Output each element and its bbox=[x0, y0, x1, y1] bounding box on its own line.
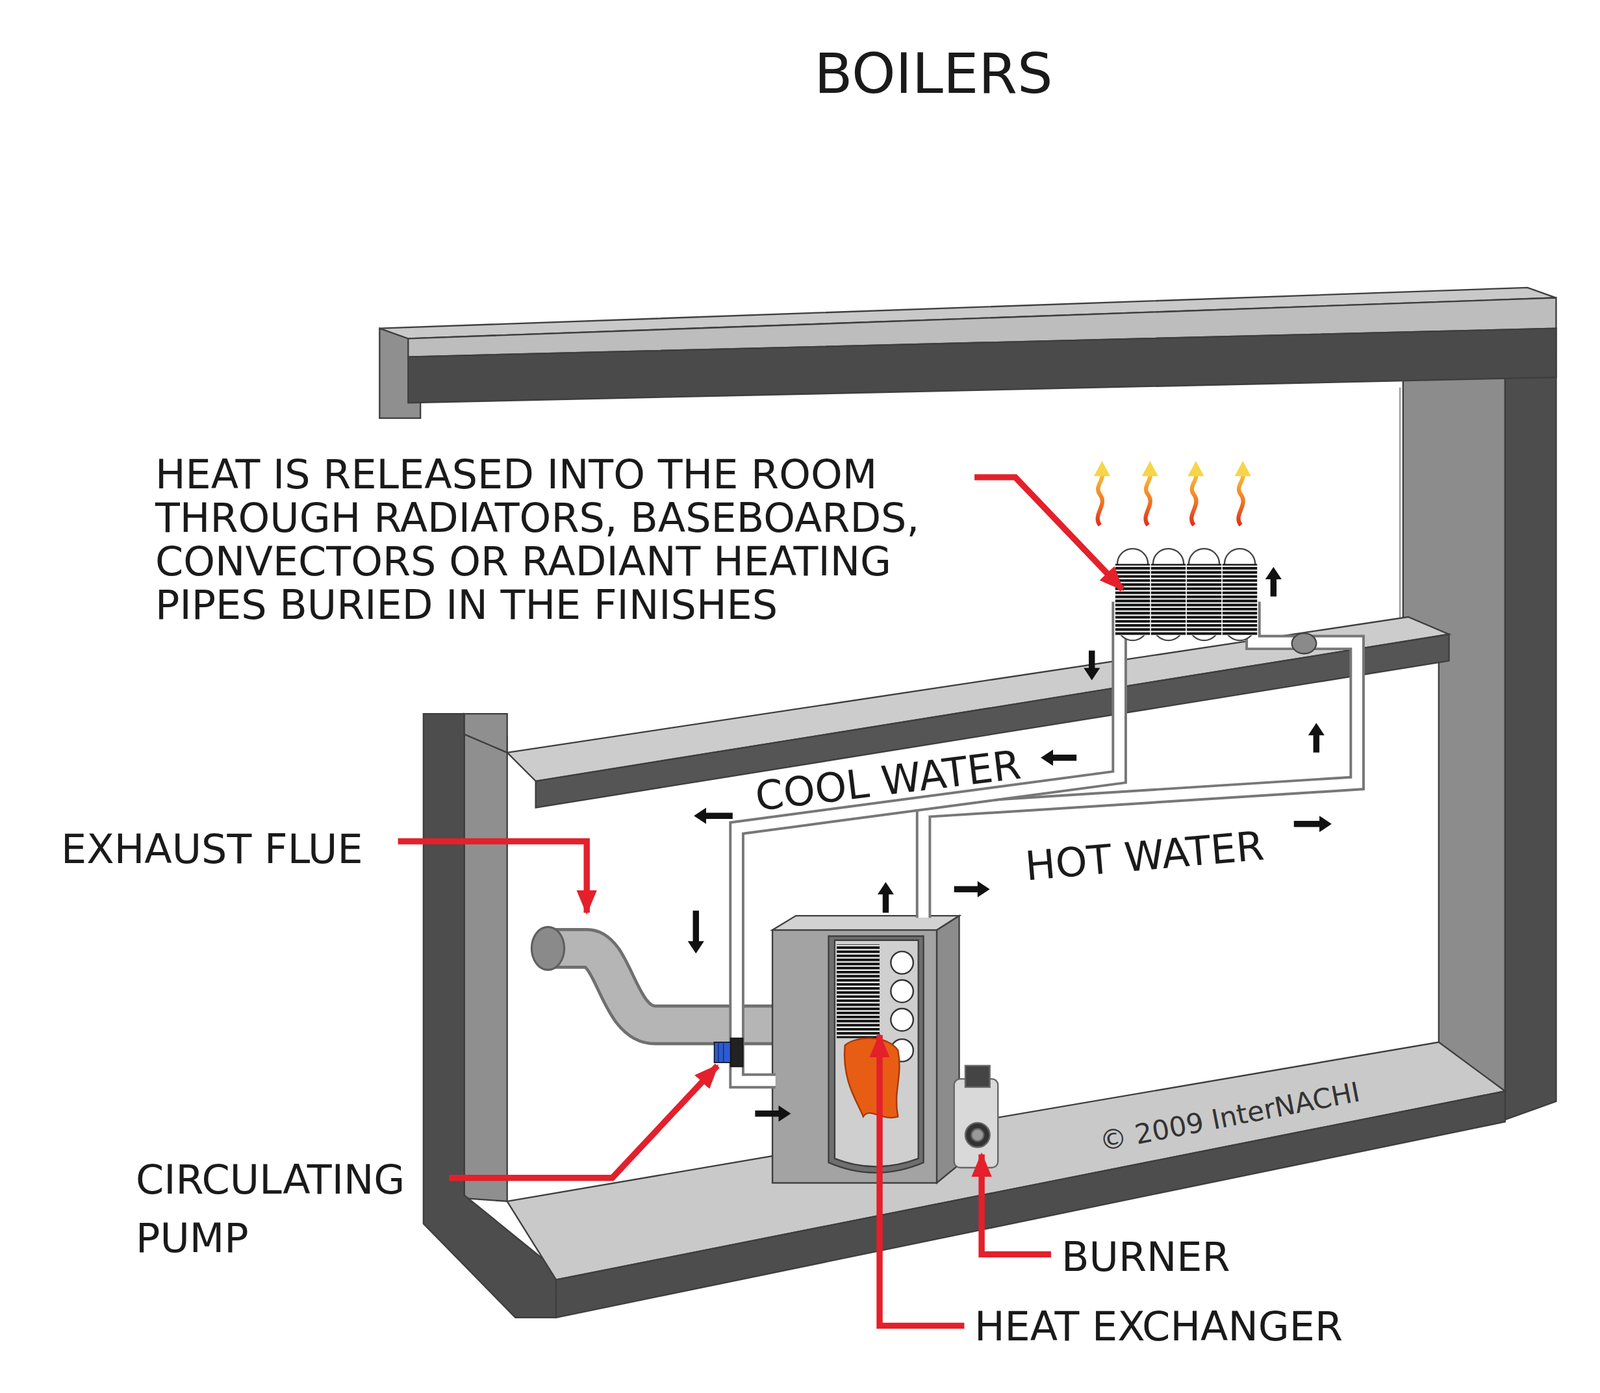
heat-arrows bbox=[1093, 461, 1252, 526]
callout-note: HEAT IS RELEASED INTO THE ROOM THROUGH R… bbox=[155, 452, 974, 627]
wall-edge bbox=[1399, 387, 1401, 623]
flow-label: HOT WATER bbox=[1023, 823, 1266, 890]
valve bbox=[1292, 633, 1317, 654]
ceiling-slab bbox=[379, 287, 1556, 419]
diagram-title: BOILERS bbox=[813, 41, 1053, 106]
circulating-pump bbox=[714, 1038, 744, 1068]
floor-slab bbox=[507, 1042, 1506, 1319]
part-label: BURNER bbox=[1061, 1234, 1231, 1281]
part-label: EXHAUST FLUE bbox=[61, 826, 364, 873]
part-label: CIRCULATING PUMP bbox=[135, 1151, 442, 1269]
boiler bbox=[772, 915, 959, 1183]
water-pipes bbox=[736, 601, 1358, 1081]
part-label: HEAT EXCHANGER bbox=[974, 1303, 1343, 1350]
radiator bbox=[1115, 548, 1258, 641]
burner bbox=[954, 1066, 999, 1169]
right-wall bbox=[1403, 328, 1557, 1121]
flow-arrows bbox=[687, 567, 1332, 1122]
